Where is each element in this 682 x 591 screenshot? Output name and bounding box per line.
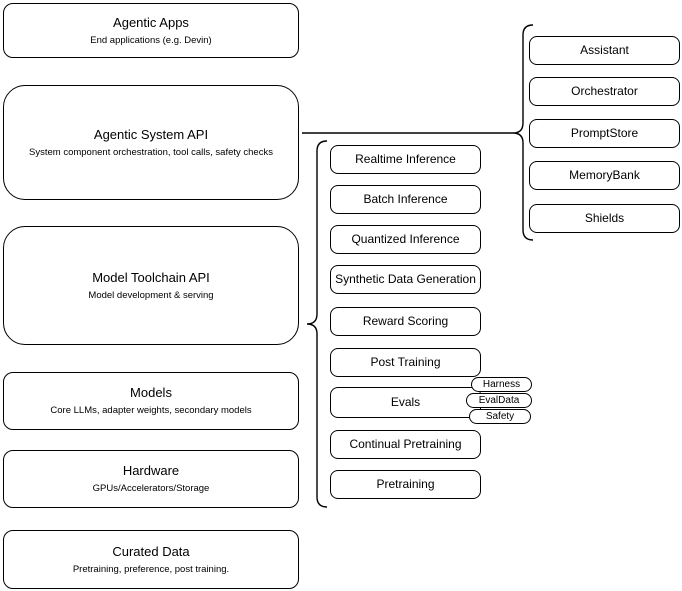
node-evals: Evals (330, 387, 481, 418)
node-agentic-apps: Agentic Apps End applications (e.g. Devi… (3, 3, 299, 58)
node-shields: Shields (529, 204, 680, 233)
node-subtitle: System component orchestration, tool cal… (29, 146, 273, 158)
node-models: Models Core LLMs, adapter weights, secon… (3, 372, 299, 430)
node-label: Batch Inference (363, 192, 448, 206)
node-title: Model Toolchain API (92, 269, 210, 285)
node-curated-data: Curated Data Pretraining, preference, po… (3, 530, 299, 589)
pill-label: Safety (485, 411, 515, 422)
node-continual-pretraining: Continual Pretraining (330, 430, 481, 459)
pill-label: Harness (482, 379, 521, 390)
node-agentic-system-api: Agentic System API System component orch… (3, 85, 299, 200)
node-label: Assistant (580, 43, 629, 57)
node-label: Quantized Inference (351, 232, 460, 246)
node-label: Post Training (370, 355, 441, 369)
node-label: Synthetic Data Generation (335, 272, 476, 286)
node-title: Agentic Apps (113, 14, 189, 30)
system-components-brace (512, 24, 534, 241)
node-reward-scoring: Reward Scoring (330, 307, 481, 336)
pill-harness: Harness (471, 377, 532, 392)
node-label: Orchestrator (571, 84, 638, 98)
node-title: Agentic System API (93, 126, 209, 142)
node-label: Realtime Inference (355, 152, 456, 166)
node-label: Pretraining (376, 477, 435, 491)
node-label: Reward Scoring (362, 314, 449, 328)
node-assistant: Assistant (529, 36, 680, 65)
node-memorybank: MemoryBank (529, 161, 680, 190)
node-realtime-inference: Realtime Inference (330, 145, 481, 174)
node-hardware: Hardware GPUs/Accelerators/Storage (3, 450, 299, 508)
node-title: Models (130, 385, 172, 400)
node-label: MemoryBank (569, 168, 640, 182)
node-label: PromptStore (570, 126, 639, 140)
node-subtitle: GPUs/Accelerators/Storage (92, 483, 210, 494)
toolchain-brace (306, 140, 328, 508)
node-synthetic-data-generation: Synthetic Data Generation (330, 265, 481, 294)
node-subtitle: Core LLMs, adapter weights, secondary mo… (50, 405, 252, 416)
pill-evaldata: EvalData (466, 393, 532, 408)
node-title: Curated Data (112, 543, 190, 559)
node-subtitle: End applications (e.g. Devin) (90, 34, 212, 46)
node-subtitle: Model development & serving (88, 289, 214, 301)
node-post-training: Post Training (330, 348, 481, 377)
node-label: Evals (390, 395, 421, 409)
node-promptstore: PromptStore (529, 119, 680, 148)
pill-safety: Safety (469, 409, 531, 424)
node-pretraining: Pretraining (330, 470, 481, 499)
node-model-toolchain-api: Model Toolchain API Model development & … (3, 226, 299, 345)
node-orchestrator: Orchestrator (529, 77, 680, 106)
node-subtitle: Pretraining, preference, post training. (72, 563, 230, 575)
node-label: Continual Pretraining (349, 437, 462, 451)
pill-label: EvalData (478, 395, 520, 406)
node-batch-inference: Batch Inference (330, 185, 481, 214)
node-label: Shields (584, 211, 625, 225)
node-quantized-inference: Quantized Inference (330, 225, 481, 254)
node-title: Hardware (122, 463, 180, 478)
